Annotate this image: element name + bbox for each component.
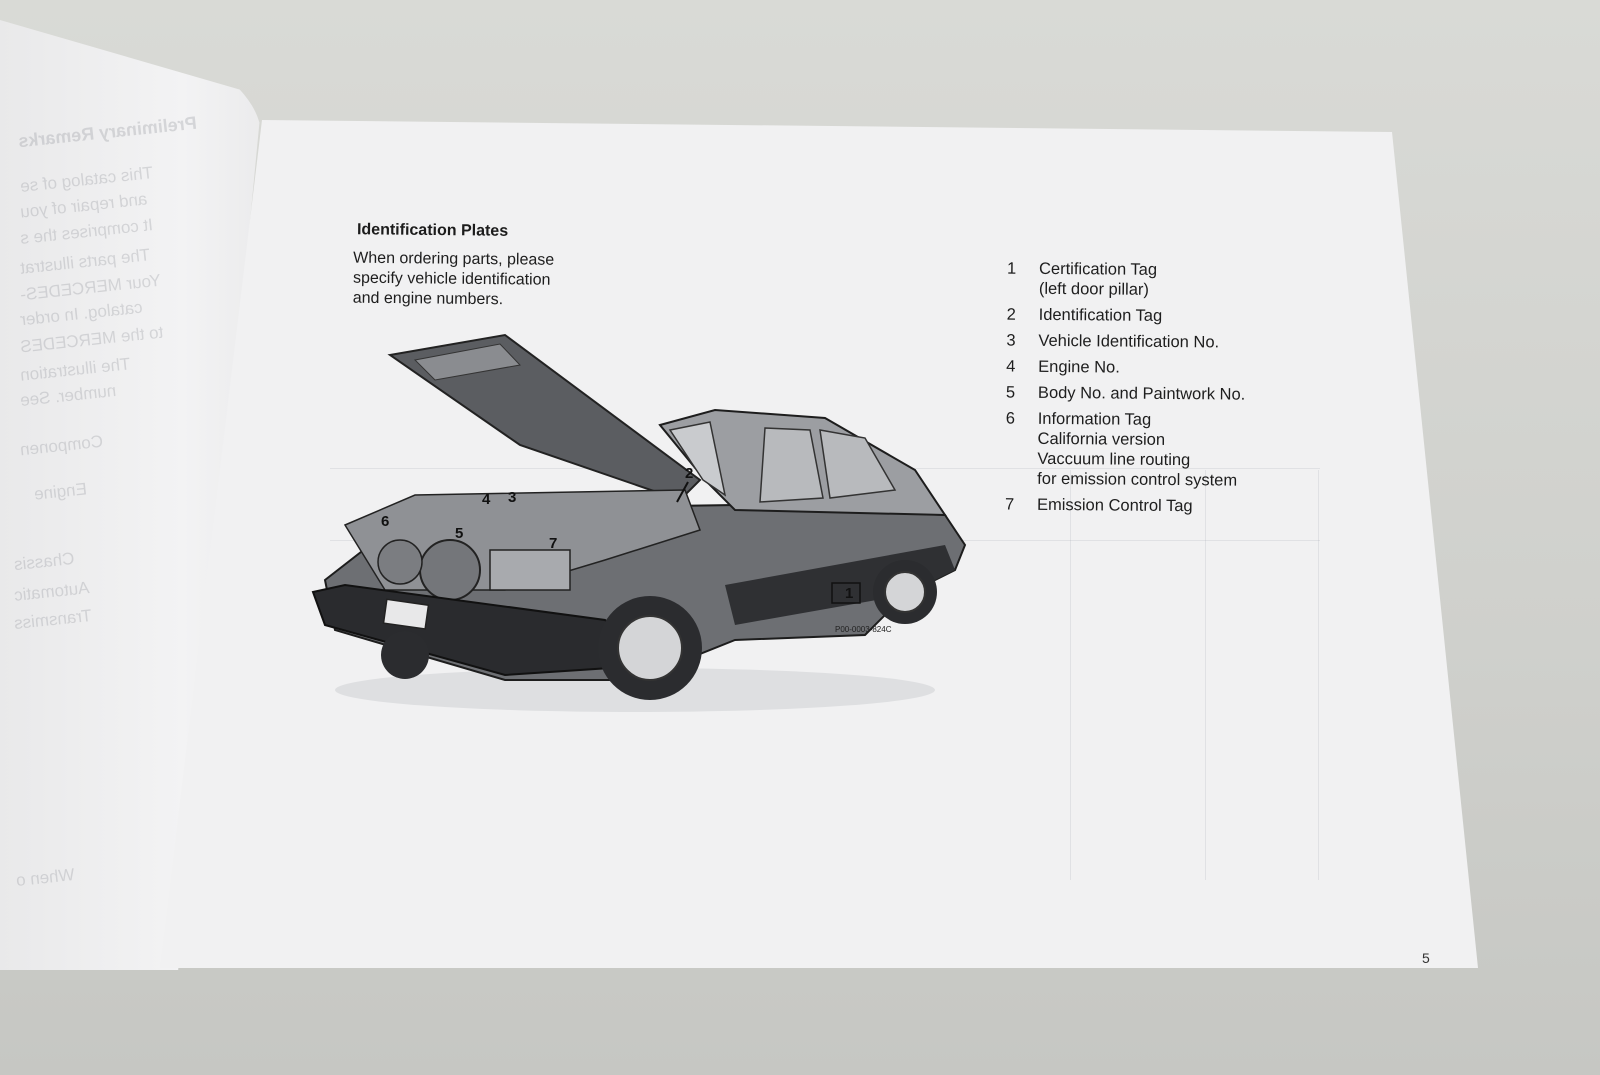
callout-label-5: 5	[455, 525, 463, 542]
ghost-line: Componen	[19, 431, 104, 460]
ghost-line: number. See	[19, 381, 118, 410]
legend-text: Engine No.	[1038, 357, 1120, 377]
legend-text: Emission Control Tag	[1036, 495, 1193, 516]
rear-hubcap	[884, 571, 926, 613]
windshield	[668, 421, 727, 497]
callout-label-7: 7	[549, 535, 557, 552]
legend-item: 1 Certification Tag (left door pillar)	[1007, 259, 1337, 302]
legend-text: Vehicle Identification No.	[1038, 331, 1220, 352]
callout-arrow-2	[676, 481, 689, 503]
legend-item: 5 Body No. and Paintwork No.	[1006, 383, 1336, 406]
legend-item: 4 Engine No.	[1006, 357, 1336, 380]
ghost-line: Transmiss	[13, 605, 93, 634]
left-front-wheel	[381, 631, 429, 679]
legend-item: 6 Information Tag California version Vacc…	[1005, 409, 1336, 492]
callout-label-2: 2	[685, 465, 693, 482]
ghost-line: Engine	[33, 479, 88, 504]
ghost-line: Chassis	[13, 548, 76, 575]
bleed-through-rule	[1070, 470, 1071, 880]
legend-text: Identification Tag	[1038, 305, 1163, 325]
front-door-window	[759, 427, 824, 503]
page-number: 5	[1422, 950, 1430, 966]
ghost-line: When o	[15, 864, 76, 891]
legend-number: 2	[1006, 305, 1016, 324]
legend-item: 7 Emission Control Tag	[1005, 495, 1335, 518]
legend-number: 6	[1005, 409, 1016, 428]
legend-item: 2 Identification Tag	[1007, 305, 1337, 328]
legend-item: 3 Vehicle Identification No.	[1006, 331, 1336, 354]
ghost-line: Preliminary Remarks	[17, 112, 198, 152]
car-illustration: 1 2 3 4 5 6 7 P00-0003-824C	[311, 333, 967, 712]
legend-text: Information Tag California version Vaccu…	[1037, 409, 1238, 490]
legend-number: 7	[1004, 495, 1015, 514]
front-hubcap	[617, 615, 683, 681]
figure-code: P00-0003-824C	[835, 625, 892, 634]
bleed-through-rule	[1205, 470, 1206, 880]
intro-text: When ordering parts, please specify vehi…	[352, 249, 555, 309]
callout-label-6: 6	[381, 513, 389, 530]
radiator-fan	[419, 539, 481, 601]
rear-door-window	[819, 429, 897, 499]
legend-number: 3	[1006, 331, 1016, 350]
callout-label-1: 1	[845, 585, 853, 602]
legend-text: Certification Tag (left door pillar)	[1038, 259, 1158, 299]
legend-number: 5	[1005, 383, 1016, 402]
license-plate	[382, 598, 430, 630]
hood-vent-grille	[413, 343, 522, 381]
callout-label-3: 3	[508, 489, 516, 506]
legend-number: 1	[1006, 259, 1017, 278]
headlight-left	[377, 539, 423, 585]
page-title: Identification Plates	[356, 221, 509, 240]
ghost-line: Automatic	[13, 578, 91, 605]
open-hood	[387, 333, 702, 502]
legend-number: 4	[1006, 357, 1016, 376]
legend-text: Body No. and Paintwork No.	[1037, 383, 1246, 404]
headlight-right	[489, 549, 571, 591]
callout-box-1	[831, 582, 861, 604]
callout-label-4: 4	[482, 491, 491, 508]
bleed-through-rule	[1318, 470, 1319, 880]
